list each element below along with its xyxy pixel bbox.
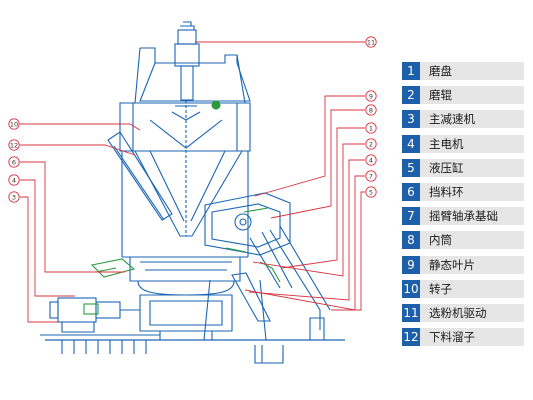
legend-number: 6 xyxy=(402,182,420,201)
legend-label: 挡料环 xyxy=(429,184,464,199)
legend-number: 9 xyxy=(402,255,420,274)
callout-number: 1 xyxy=(369,125,373,133)
legend-number: 12 xyxy=(402,328,420,347)
legend-number: 3 xyxy=(402,110,420,129)
legend-number: 10 xyxy=(402,279,420,298)
callout-marker-circle xyxy=(8,174,20,186)
callout-marker-circle xyxy=(8,191,20,203)
legend-item: 5 液压缸 xyxy=(402,158,524,177)
callout-marker-circle xyxy=(365,90,377,102)
callout-marker-circle xyxy=(8,118,20,130)
callout-number: 4 xyxy=(12,177,16,185)
legend-label: 磨辊 xyxy=(429,88,452,103)
legend-item: 12 下料溜子 xyxy=(402,328,524,347)
legend-label: 静态叶片 xyxy=(429,257,475,272)
callout-marker-circle xyxy=(365,104,377,116)
mill-detail-highlights xyxy=(83,100,281,315)
parts-legend: 1 磨盘 2 磨辊 3 主减速机 4 主电机 5 液压缸 6 挡料环 7 摇臂轴承基础 8 内筒 9 静态叶片 10… xyxy=(402,62,524,352)
callout-number: 2 xyxy=(369,141,373,149)
legend-label: 内筒 xyxy=(429,233,452,248)
callout-marker-circle xyxy=(365,36,377,48)
legend-number: 8 xyxy=(402,231,420,250)
callout-marker-circle xyxy=(365,138,377,150)
callout-number: 4 xyxy=(369,157,373,165)
callout-number: 5 xyxy=(369,189,373,197)
legend-label: 液压缸 xyxy=(429,160,464,175)
legend-item: 7 摇臂轴承基础 xyxy=(402,207,524,226)
legend-label: 转子 xyxy=(429,281,452,296)
legend-number: 2 xyxy=(402,86,420,105)
callout-number: 7 xyxy=(369,173,373,181)
callout-marker-circle xyxy=(365,186,377,198)
legend-item: 11 选粉机驱动 xyxy=(402,303,524,322)
callout-number: 3 xyxy=(12,194,16,202)
legend-item: 4 主电机 xyxy=(402,134,524,153)
callout-marker-circle xyxy=(365,154,377,166)
callout-number: 11 xyxy=(367,39,375,47)
legend-label: 下料溜子 xyxy=(429,330,475,345)
callout-marker-circle xyxy=(365,170,377,182)
legend-number: 11 xyxy=(402,303,420,322)
legend-label: 磨盘 xyxy=(429,64,452,78)
callout-number: 10 xyxy=(10,121,18,129)
callout-number: 9 xyxy=(369,93,373,101)
legend-number: 7 xyxy=(402,207,420,226)
legend-item: 10 转子 xyxy=(402,279,524,298)
legend-label: 主减速机 xyxy=(429,112,475,127)
legend-number: 4 xyxy=(402,134,420,153)
callout-number: 12 xyxy=(10,142,18,150)
legend-item: 6 挡料环 xyxy=(402,182,524,201)
legend-number: 1 xyxy=(402,62,420,80)
legend-item: 1 磨盘 xyxy=(402,62,524,80)
callout-marker-circle xyxy=(365,122,377,134)
callout-marker-circle xyxy=(8,139,20,151)
legend-item: 8 内筒 xyxy=(402,231,524,250)
legend-item: 9 静态叶片 xyxy=(402,255,524,274)
legend-number: 5 xyxy=(402,158,420,177)
callout-number: 8 xyxy=(369,107,373,115)
callout-leaders xyxy=(20,41,365,323)
legend-label: 主电机 xyxy=(429,136,464,151)
legend-item: 2 磨辊 xyxy=(402,86,524,105)
legend-label: 选粉机驱动 xyxy=(429,305,487,320)
legend-item: 3 主减速机 xyxy=(402,110,524,129)
mill-body xyxy=(40,21,345,364)
legend-label: 摇臂轴承基础 xyxy=(429,209,498,224)
callout-number: 6 xyxy=(12,159,16,167)
callout-marker-circle xyxy=(8,156,20,168)
